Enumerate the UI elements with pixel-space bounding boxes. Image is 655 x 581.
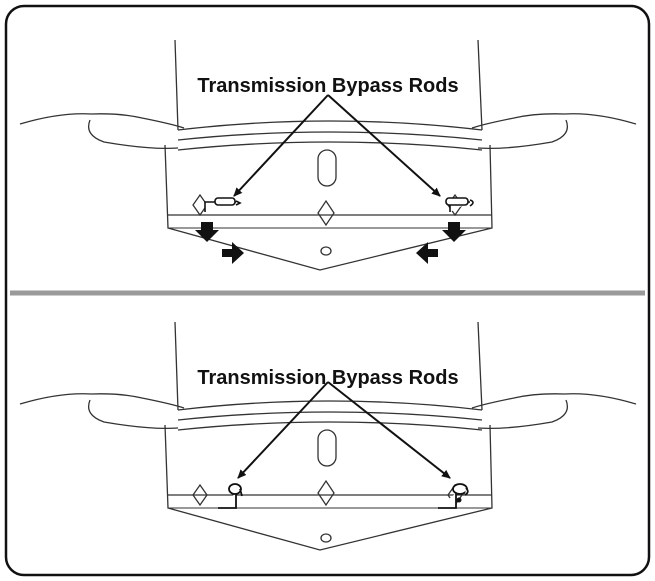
bottom-callout-arrow-right <box>327 381 451 479</box>
top-left-right-arrow <box>222 242 244 264</box>
top-left-bypass-rod <box>204 197 242 212</box>
bottom-rods-label: Transmission Bypass Rods <box>197 367 459 389</box>
bottom-callout-arrow-left <box>237 381 329 479</box>
top-left-down-arrow <box>195 222 219 242</box>
top-callout-arrow-left <box>233 94 329 197</box>
bottom-panel <box>19 321 637 551</box>
top-callout-arrow-right <box>327 94 441 197</box>
top-right-down-arrow <box>442 222 466 242</box>
top-panel <box>19 39 637 271</box>
bottom-left-bypass-rod <box>218 483 243 509</box>
top-right-bypass-rod <box>445 197 474 212</box>
top-right-left-arrow <box>416 242 438 264</box>
bottom-right-bypass-rod <box>438 483 469 509</box>
top-rods-label: Transmission Bypass Rods <box>197 75 459 97</box>
